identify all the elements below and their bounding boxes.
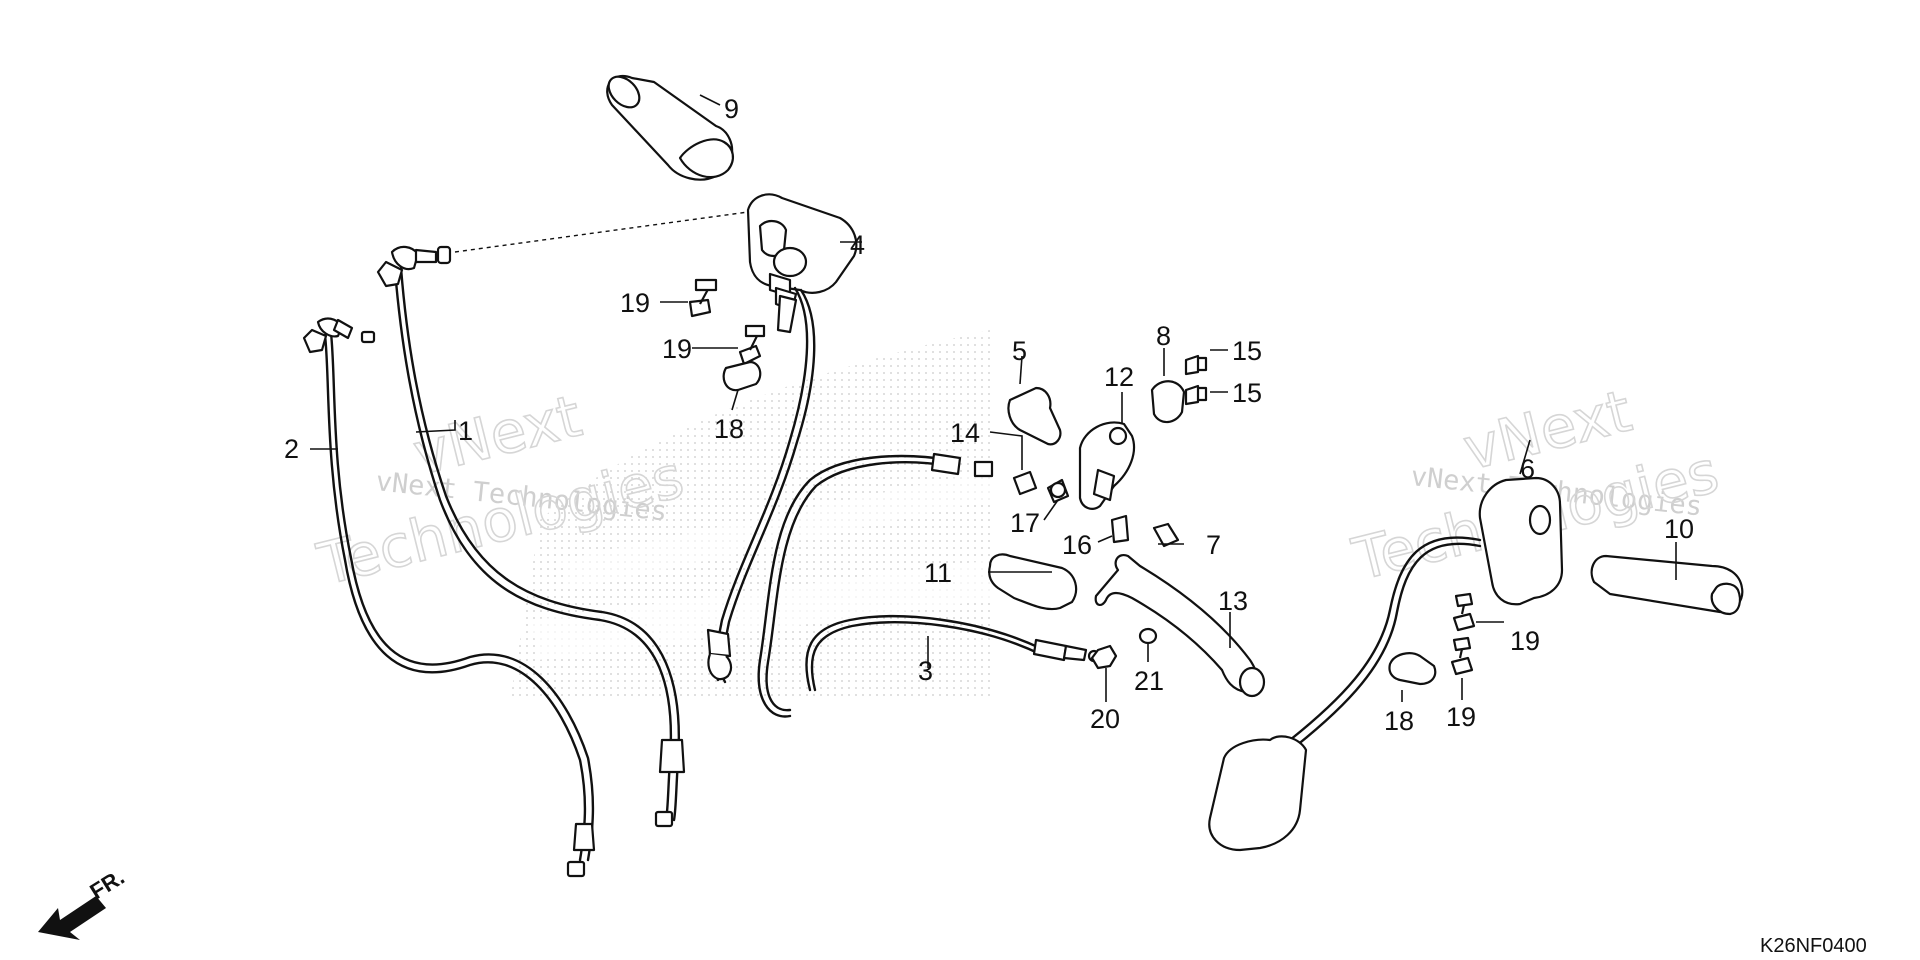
part-pin-16 <box>1110 514 1130 544</box>
part-dust-cover-11 <box>988 553 1078 611</box>
callout-1: 1 <box>458 416 473 446</box>
callout-19b: 19 <box>662 334 692 364</box>
callout-19a: 19 <box>620 288 650 318</box>
part-washer-21 <box>1138 627 1158 645</box>
callout-20: 20 <box>1090 704 1120 734</box>
callout-17: 17 <box>1010 508 1040 538</box>
background-wing-emblem <box>510 330 990 700</box>
callout-18a: 18 <box>714 414 744 444</box>
part-clutch-cable <box>757 452 994 718</box>
part-switch-cable <box>706 286 816 684</box>
part-adjuster-14 <box>1012 470 1070 504</box>
callout-4: 4 <box>850 230 865 260</box>
callout-21: 21 <box>1134 666 1164 696</box>
callout-6: 6 <box>1520 454 1535 484</box>
drawing-code: K26NF0400 <box>1760 935 1867 957</box>
leader-lines <box>310 241 1677 702</box>
callout-19c: 19 <box>1510 626 1540 656</box>
callouts: 1 2 3 4 5 6 7 8 9 10 11 12 13 14 15 15 1… <box>284 94 1694 736</box>
callout-10: 10 <box>1664 514 1694 544</box>
front-direction-indicator: FR. <box>38 864 129 940</box>
part-throttle-housing-4 <box>454 193 858 334</box>
part-screws-19-right <box>1450 592 1476 676</box>
callout-3: 3 <box>918 656 933 686</box>
callout-18b: 18 <box>1384 706 1414 736</box>
callout-15a: 15 <box>1232 336 1262 366</box>
front-arrow-icon <box>38 896 106 940</box>
part-lever-cover-5 <box>1007 386 1062 446</box>
callout-7: 7 <box>1206 530 1221 560</box>
front-label: FR. <box>85 864 128 904</box>
callout-13: 13 <box>1218 586 1248 616</box>
callout-2: 2 <box>284 434 299 464</box>
callout-14: 14 <box>950 418 980 448</box>
part-nut-20 <box>1090 644 1118 670</box>
part-clamp-8 <box>1150 354 1208 424</box>
callout-19d: 19 <box>1446 702 1476 732</box>
part-cable-1 <box>376 245 686 828</box>
part-lever-13 <box>1094 554 1266 698</box>
callout-5: 5 <box>1012 336 1027 366</box>
callout-12: 12 <box>1104 362 1134 392</box>
callout-15b: 15 <box>1232 378 1262 408</box>
callout-16: 16 <box>1062 530 1092 560</box>
part-switch-housing-6 <box>1208 476 1564 852</box>
part-grip-10 <box>1590 554 1744 616</box>
callout-9: 9 <box>724 94 739 124</box>
part-cable-2 <box>302 317 596 878</box>
part-lever-bracket-12 <box>1078 421 1136 510</box>
callout-8: 8 <box>1156 321 1171 351</box>
part-clamp-18-left <box>722 360 762 392</box>
callout-11: 11 <box>924 558 952 588</box>
part-screws-19-left <box>688 278 766 366</box>
part-clamp-18-right <box>1388 652 1437 686</box>
part-grip-9 <box>606 75 734 181</box>
part-pin-7 <box>1152 522 1180 548</box>
